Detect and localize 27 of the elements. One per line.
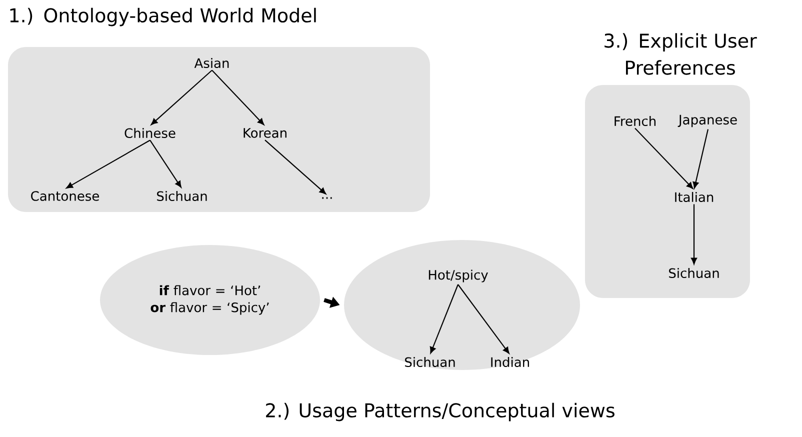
arrow	[458, 284, 510, 354]
arrow	[264, 140, 326, 194]
arrow	[66, 140, 150, 188]
arrow	[691, 204, 698, 264]
arrow	[692, 129, 709, 188]
concept-label: Italian	[675, 192, 714, 202]
concept-label: Sichuan	[157, 190, 207, 202]
concept-label: Sichuan	[405, 356, 455, 368]
concept-label: Hot/spicy	[428, 270, 488, 282]
section-heading: 2.) Usage Patterns/Conceptual views	[266, 402, 614, 422]
concept-label: Japanese	[678, 114, 737, 128]
arrow	[634, 128, 694, 189]
arrow	[150, 70, 212, 126]
concept-label: Cantonese	[31, 191, 99, 201]
concept-label: Chinese	[124, 128, 176, 138]
group-ellipse	[344, 240, 580, 370]
arrow	[430, 284, 459, 354]
node-label: 3.) Explicit User Preferences	[604, 33, 757, 75]
concept-label: Asian	[194, 58, 229, 68]
concept-label: Korean	[244, 128, 286, 138]
arrow	[150, 140, 182, 188]
concept-label: ...	[322, 197, 332, 199]
arrow	[212, 70, 264, 126]
concept-label: Indian	[491, 356, 529, 368]
concept-label: French	[614, 116, 656, 126]
node-label: 1.) Ontology-based World Model	[10, 8, 316, 26]
concept-label: Sichuan	[669, 268, 719, 278]
